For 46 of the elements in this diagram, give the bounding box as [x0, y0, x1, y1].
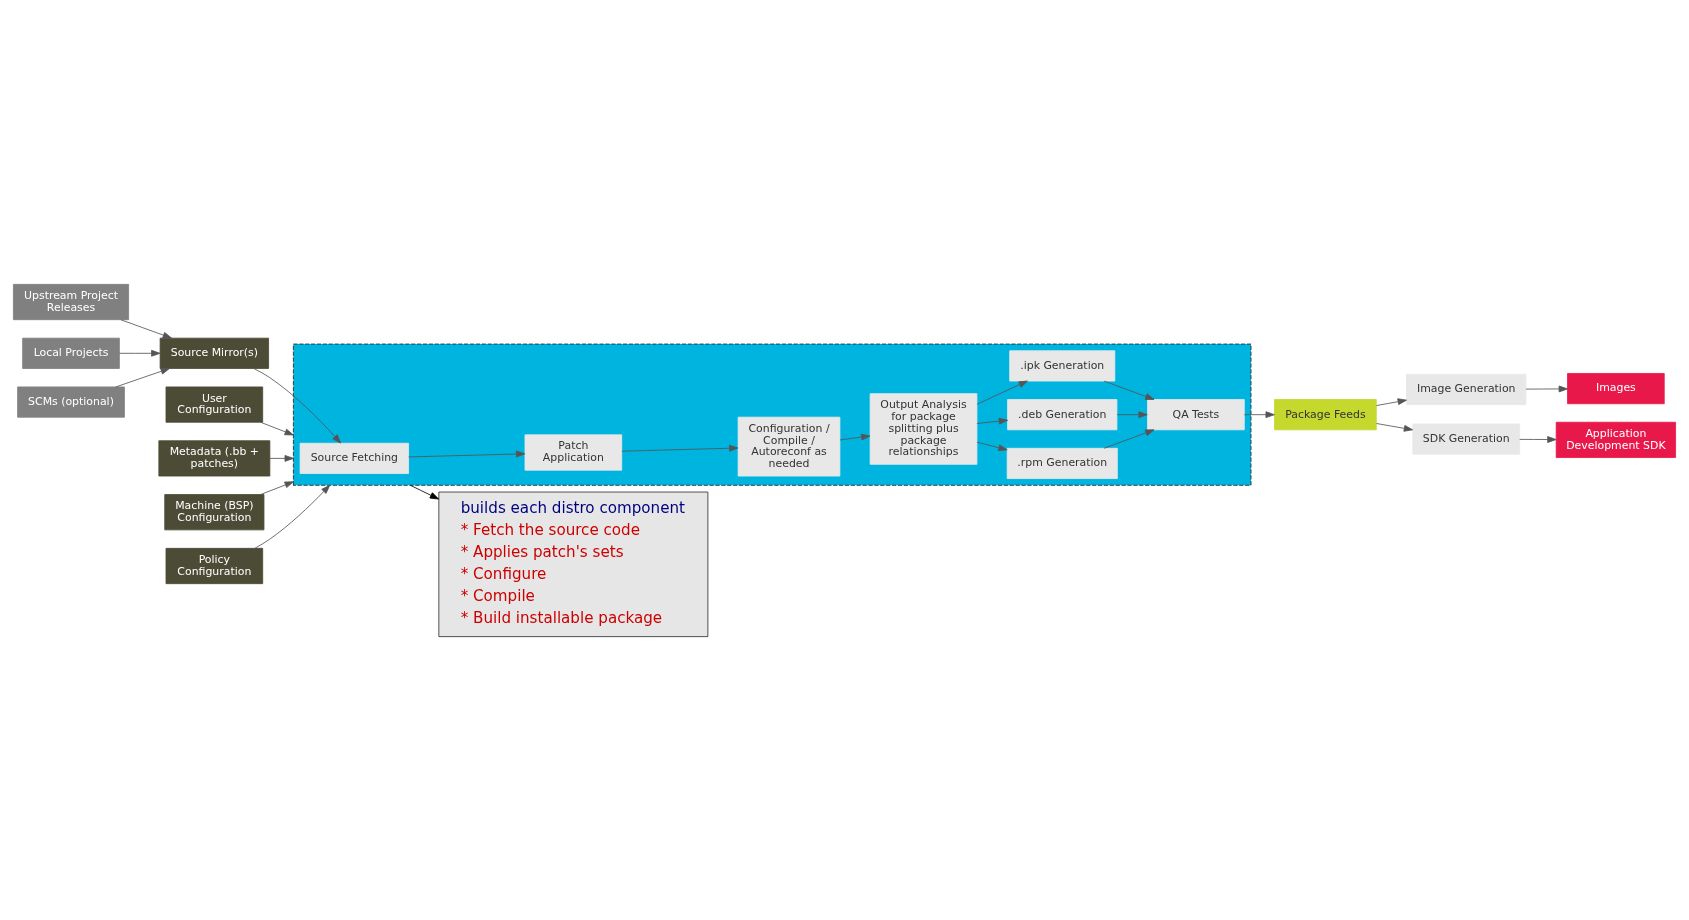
node-box: .deb Generation	[1007, 398, 1118, 430]
cluster	[292, 343, 1252, 486]
node-box: Application Development SDK	[1555, 421, 1676, 458]
node-box: Machine (BSP) Configuration	[164, 493, 265, 530]
node-box: Metadata (.bb + patches)	[158, 439, 271, 476]
node-box: Local Projects	[22, 337, 120, 369]
node-box: Output Analysis for package splitting plus package relationships	[869, 392, 978, 465]
arrow	[408, 450, 526, 457]
node-box: User Configuration	[165, 386, 264, 423]
node-box: Patch Application	[524, 433, 623, 471]
node-box: builds each distro component * Fetch the source code * Applies patch's sets * Configure * Compile * Build installable package	[438, 491, 709, 637]
node-box: Policy Configuration	[165, 547, 264, 584]
arrow	[976, 380, 1028, 405]
arrow	[260, 421, 294, 435]
arrow	[1376, 397, 1407, 406]
arrow	[976, 441, 1008, 451]
arrow	[1103, 380, 1155, 400]
arrow	[269, 454, 294, 462]
arrow	[260, 480, 294, 495]
node-box: Package Feeds	[1274, 398, 1377, 430]
node-box: SDK Generation	[1412, 423, 1521, 455]
arrow	[254, 484, 331, 549]
arrow	[409, 484, 440, 499]
node-box: Configuration / Compile / Autoreconf as needed	[737, 416, 841, 476]
arrow	[839, 433, 871, 440]
arrow	[1116, 410, 1148, 418]
node-box: .ipk Generation	[1009, 349, 1116, 381]
node-box: SCMs (optional)	[17, 386, 125, 418]
arrow	[1525, 385, 1568, 392]
node-box: Image Generation	[1406, 373, 1527, 405]
arrow	[253, 367, 342, 443]
node-box: QA Tests	[1147, 398, 1245, 430]
arrow	[119, 349, 161, 357]
arrow	[621, 444, 739, 452]
arrow	[1103, 428, 1155, 449]
arrow	[976, 417, 1008, 424]
node-box: Images	[1567, 372, 1665, 404]
arrow	[1519, 435, 1557, 443]
node-box: Upstream Project Releases	[13, 283, 129, 320]
node-box: Source Mirror(s)	[159, 337, 269, 369]
arrow	[115, 367, 170, 387]
arrow	[1376, 422, 1414, 432]
node-box: Source Fetching	[299, 442, 409, 474]
arrow	[1243, 410, 1275, 418]
arrow	[120, 318, 172, 339]
node-box: .rpm Generation	[1006, 447, 1118, 479]
